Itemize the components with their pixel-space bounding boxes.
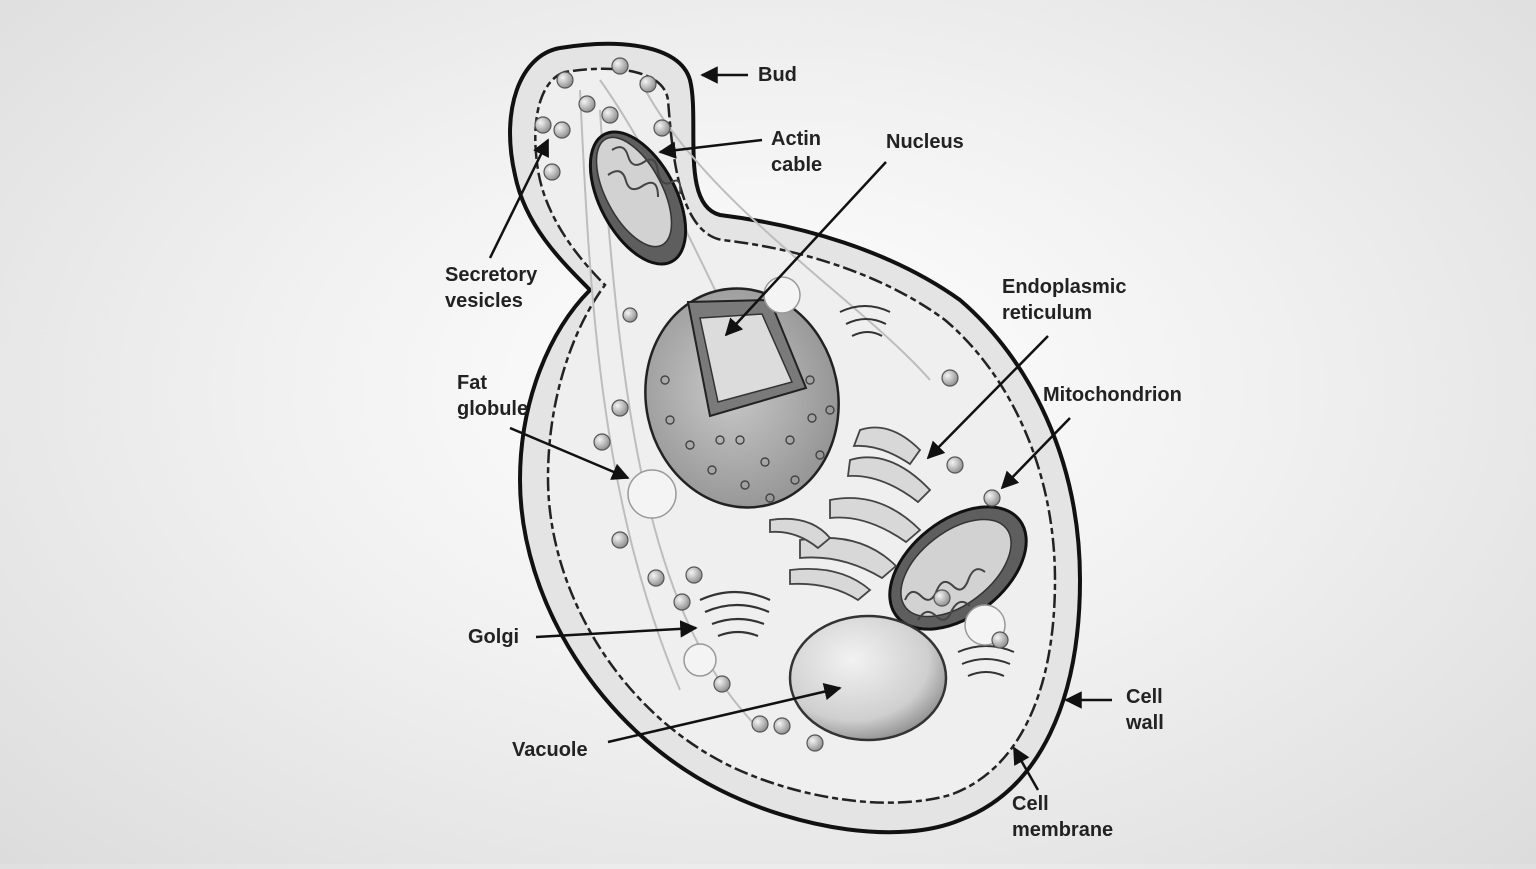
golgi-center [699,590,771,638]
label-cell-wall-line2: wall [1126,712,1164,734]
fat-globules [627,276,1006,677]
golgi-lower [957,645,1015,677]
label-bud-line1: Bud [758,64,797,86]
endoplasmic-reticulum [769,426,932,602]
label-fat-globule: Fat globule [457,370,528,422]
actin-cable-arrow [658,138,763,159]
fat-globule-arrow [509,426,630,480]
secretory-vesicles-arrow [488,138,550,259]
vacuole [788,614,948,742]
label-endoplasmic-reticulum-line2: reticulum [1002,302,1093,324]
label-actin-cable-line2: cable [771,154,823,176]
label-cell-wall: Cell wall [1126,684,1164,736]
cell-membrane-arrow [1012,746,1040,791]
label-golgi-line1: Golgi [468,626,520,648]
nucleus-arrow [724,161,887,337]
label-mitochondrion: Mitochondrion [1043,382,1182,408]
golgi-upper [839,305,891,337]
mitochondrion-bud [588,130,688,266]
pointer-arrows [488,66,1112,791]
endoplasmic-reticulum-arrow [926,335,1049,460]
label-cell-membrane-line1: Cell [1012,793,1049,815]
mitochondrion-right [888,505,1028,631]
secretory-vesicles [534,57,1009,752]
vacuole-arrow [607,683,842,744]
label-actin-cable: Actin cable [771,126,822,178]
label-cell-wall-line1: Cell [1126,686,1163,708]
label-fat-globule-line1: Fat [457,372,487,394]
label-secretory-vesicles-line2: vesicles [445,290,523,312]
label-actin-cable-line1: Actin [771,128,821,150]
label-nucleus-line1: Nucleus [886,131,964,153]
label-endoplasmic-reticulum-line1: Endoplasmic [1002,276,1127,298]
label-secretory-vesicles-line1: Secretory [445,264,538,286]
label-cell-membrane: Cell membrane [1012,791,1113,843]
label-vacuole-line1: Vacuole [512,739,588,761]
label-endoplasmic-reticulum: Endoplasmic reticulum [1002,274,1126,326]
label-bud: Bud [758,62,797,88]
label-nucleus: Nucleus [886,129,964,155]
label-secretory-vesicles: Secretory vesicles [445,262,537,314]
label-vacuole: Vacuole [512,737,588,763]
mitochondrion-arrow [1000,417,1071,490]
label-golgi: Golgi [468,624,519,650]
label-fat-globule-line2: globule [457,398,529,420]
golgi-arrow [535,620,698,639]
label-cell-membrane-line2: membrane [1012,819,1114,841]
label-mitochondrion-line1: Mitochondrion [1043,384,1182,406]
nucleus [644,287,840,509]
